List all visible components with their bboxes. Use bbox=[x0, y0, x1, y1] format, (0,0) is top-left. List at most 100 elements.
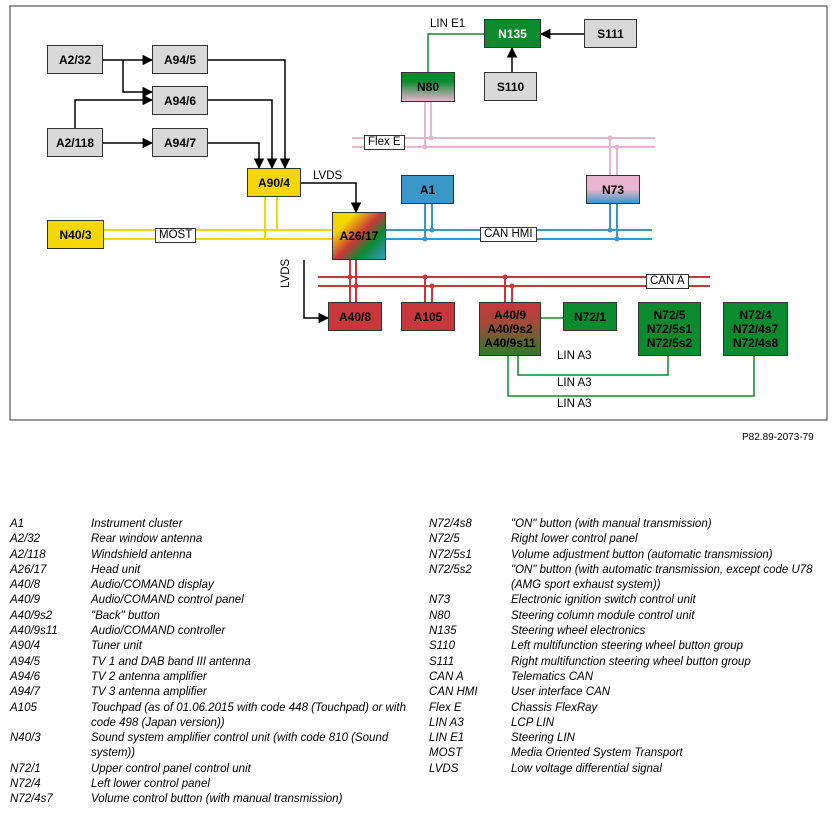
legend-code: A26/17 bbox=[10, 563, 47, 576]
legend-description: Audio/COMAND controller bbox=[91, 625, 226, 638]
legend-description: Left multifunction steering wheel button… bbox=[511, 640, 744, 653]
legend-description: "ON" button (with manual transmission) bbox=[511, 518, 712, 530]
legend-row: N72/4 Left lower control panel bbox=[10, 777, 410, 792]
legend-code: A1 bbox=[10, 518, 25, 530]
legend-description: Electronic ignition switch control unit bbox=[511, 594, 696, 607]
legend-description: Right lower control panel bbox=[511, 533, 638, 546]
node-label: N73 bbox=[601, 182, 624, 197]
legend-code: S110 bbox=[429, 640, 456, 653]
legend-code: A2/118 bbox=[10, 548, 46, 561]
legend-description: TV 1 and DAB band III antenna bbox=[91, 655, 251, 668]
legend-row: N72/4s8 "ON" button (with manual transmis… bbox=[429, 517, 834, 532]
legend-code: S111 bbox=[429, 655, 455, 668]
legend-description: Volume control button (with manual trans… bbox=[91, 793, 343, 806]
legend-row: A105 Touchpad (as of 01.06.2015 with code… bbox=[10, 701, 410, 732]
node-n80: N80 bbox=[401, 72, 455, 102]
node-label: S111 bbox=[597, 26, 624, 41]
legend-code: N40/3 bbox=[10, 732, 41, 745]
legend-row: A40/9s11 Audio/COMAND controller bbox=[10, 624, 410, 639]
antenna-connections bbox=[74, 28, 584, 324]
legend-description: Rear window antenna bbox=[91, 533, 203, 546]
legend-row: A2/32 Rear window antenna bbox=[10, 532, 410, 547]
node-label: A105 bbox=[413, 309, 443, 324]
legend-row: N72/5s1 Volume adjustment button (automat… bbox=[429, 548, 834, 563]
legend-code: A94/6 bbox=[10, 670, 41, 683]
legend-description: Sound system amplifier control unit (wit… bbox=[91, 732, 389, 760]
bus-label-can-hmi: CAN HMI bbox=[480, 227, 537, 242]
node-a1: A1 bbox=[401, 175, 454, 204]
node-label: N40/3 bbox=[59, 227, 92, 242]
node-label: N72/5 bbox=[653, 308, 686, 322]
node-n72-1: N72/1 bbox=[563, 302, 617, 331]
node-label: N135 bbox=[498, 26, 527, 41]
node-label: N80 bbox=[416, 80, 439, 94]
bus-label-lvds-top: LVDS bbox=[313, 170, 343, 182]
node-label: A94/5 bbox=[163, 52, 197, 67]
bus-label-can-a: CAN A bbox=[646, 274, 689, 289]
legend-code: N72/4s8 bbox=[429, 518, 472, 530]
node-label: A94/7 bbox=[163, 135, 197, 150]
legend-row: N72/5 Right lower control panel bbox=[429, 532, 834, 547]
node-label: N72/4 bbox=[739, 308, 772, 322]
bus-label-lvds-side: LVDS bbox=[280, 258, 292, 288]
legend-code: N72/5s1 bbox=[429, 548, 472, 561]
node-label: N72/4s7 bbox=[732, 322, 779, 336]
legend-row: A94/5 TV 1 and DAB band III antenna bbox=[10, 655, 410, 670]
legend-code: A40/8 bbox=[10, 579, 41, 592]
legend-description: Head unit bbox=[91, 563, 141, 576]
node-label: N72/5s1 bbox=[646, 322, 693, 336]
legend-description: LCP LIN bbox=[511, 716, 555, 729]
node-n40-3: N40/3 bbox=[47, 220, 104, 249]
legend-row: MOST Media Oriented System Transport bbox=[429, 746, 834, 761]
bus-label-lin-a3: LIN A3 bbox=[557, 377, 592, 389]
legend-description: Windshield antenna bbox=[91, 548, 192, 561]
legend-right: N72/4s8 "ON" button (with manual transmis… bbox=[429, 517, 834, 777]
legend-code: CAN A bbox=[429, 670, 464, 683]
legend-code: LIN A3 bbox=[429, 716, 464, 729]
legend-code: A2/32 bbox=[10, 533, 41, 546]
node-label: A40/9s11 bbox=[484, 336, 536, 350]
bus-label-most: MOST bbox=[155, 228, 197, 243]
bus-label-lin-a3: LIN A3 bbox=[557, 398, 592, 410]
node-label: A1 bbox=[419, 182, 436, 197]
legend-description: TV 3 antenna amplifier bbox=[91, 686, 207, 699]
node-a26-17: A26/17 bbox=[332, 212, 386, 260]
legend-description: Touchpad (as of 01.06.2015 with code 448… bbox=[91, 701, 406, 729]
node-a94-7: A94/7 bbox=[152, 128, 208, 157]
legend-description: Upper control panel control unit bbox=[91, 762, 251, 775]
legend-row: LIN A3 LCP LIN bbox=[429, 716, 834, 731]
legend-code: MOST bbox=[429, 747, 463, 760]
legend-code: N72/5 bbox=[429, 533, 460, 546]
legend-row: A40/9s2"Back" button bbox=[10, 609, 410, 624]
network-diagram bbox=[9, 5, 828, 421]
legend-description: Left lower control panel bbox=[91, 778, 210, 791]
diagram-frame bbox=[9, 5, 828, 421]
node-label: S110 bbox=[496, 79, 525, 94]
legend-row: A2/118 Windshield antenna bbox=[10, 548, 410, 563]
legend-row: S110 Left multifunction steering wheel bu… bbox=[429, 639, 834, 654]
node-n72-5: N72/5 N72/5s1 N72/5s2 bbox=[638, 302, 701, 356]
legend-code: N72/4s7 bbox=[10, 793, 53, 806]
bus-label-flex-e: Flex E bbox=[364, 135, 405, 150]
legend-description: Audio/COMAND display bbox=[91, 579, 214, 592]
node-label: A2/32 bbox=[58, 52, 92, 67]
figure-reference: P82.89-2073-79 bbox=[742, 432, 814, 443]
legend-description: Volume adjustment button (automatic tran… bbox=[511, 548, 773, 561]
legend-code: A105 bbox=[10, 701, 37, 714]
legend-code: A40/9s11 bbox=[10, 625, 58, 638]
legend-description: Steering column module control unit bbox=[511, 609, 695, 622]
legend-code: N72/4 bbox=[10, 778, 41, 791]
legend-code: A94/5 bbox=[10, 655, 41, 668]
legend-row: N72/4s7 Volume control button (with manua… bbox=[10, 792, 410, 807]
legend-description: Media Oriented System Transport bbox=[511, 747, 683, 760]
